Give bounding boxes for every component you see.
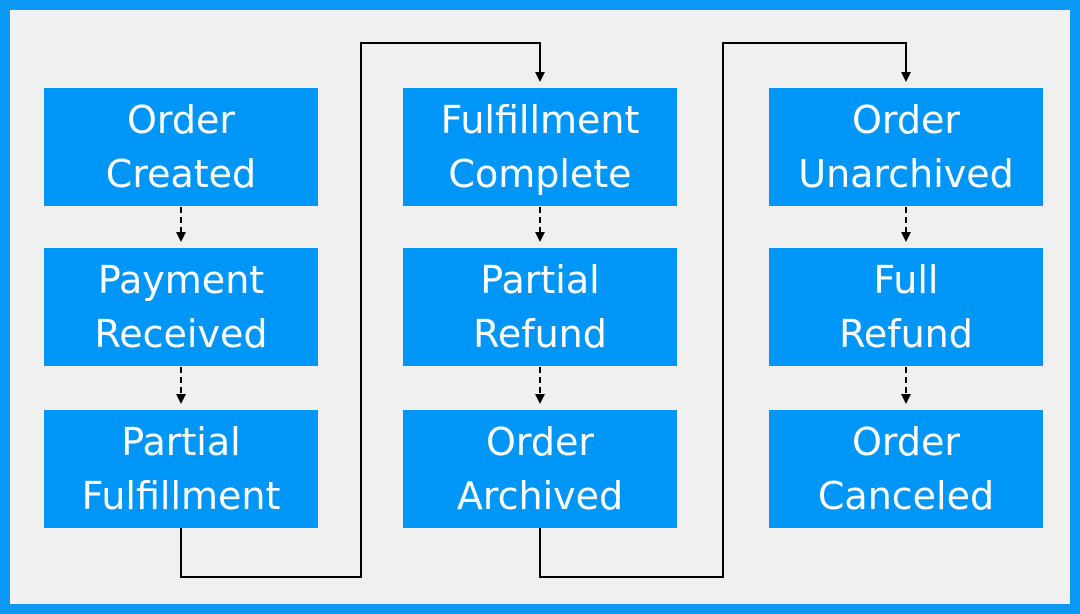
node-partial-refund: Partial Refund bbox=[403, 248, 677, 366]
edge-order-archived-to-order-unarchived bbox=[539, 42, 911, 578]
node-label-line: Refund bbox=[839, 312, 973, 356]
node-order-unarchived: Order Unarchived bbox=[769, 88, 1043, 206]
node-label-line: Refund bbox=[473, 312, 607, 356]
node-partial-fulfillment: Partial Fulfillment bbox=[44, 410, 318, 528]
node-fulfillment-complete: Fulfillment Complete bbox=[403, 88, 677, 206]
node-label-line: Complete bbox=[448, 152, 632, 196]
node-label-line: Order bbox=[486, 420, 594, 464]
node-label-line: Unarchived bbox=[798, 152, 1014, 196]
node-label-line: Fulfillment bbox=[81, 474, 281, 518]
node-payment-received: Payment Received bbox=[44, 248, 318, 366]
node-label-line: Partial bbox=[121, 420, 241, 464]
node-order-canceled: Order Canceled bbox=[769, 410, 1043, 528]
node-label-line: Payment bbox=[97, 258, 265, 302]
node-order-archived: Order Archived bbox=[403, 410, 677, 528]
node-label-line: Created bbox=[105, 152, 257, 196]
node-label-line: Full bbox=[873, 258, 939, 302]
node-label-line: Archived bbox=[456, 474, 624, 518]
node-label-line: Fulfillment bbox=[440, 98, 640, 142]
node-label-line: Order bbox=[852, 98, 960, 142]
node-full-refund: Full Refund bbox=[769, 248, 1043, 366]
node-label-line: Canceled bbox=[817, 474, 995, 518]
node-label-line: Partial bbox=[480, 258, 600, 302]
node-label-line: Received bbox=[94, 312, 268, 356]
node-order-created: Order Created bbox=[44, 88, 318, 206]
node-label-line: Order bbox=[127, 98, 235, 142]
node-label-line: Order bbox=[852, 420, 960, 464]
edge-partial-fulfillment-to-fulfillment-complete bbox=[180, 42, 545, 578]
